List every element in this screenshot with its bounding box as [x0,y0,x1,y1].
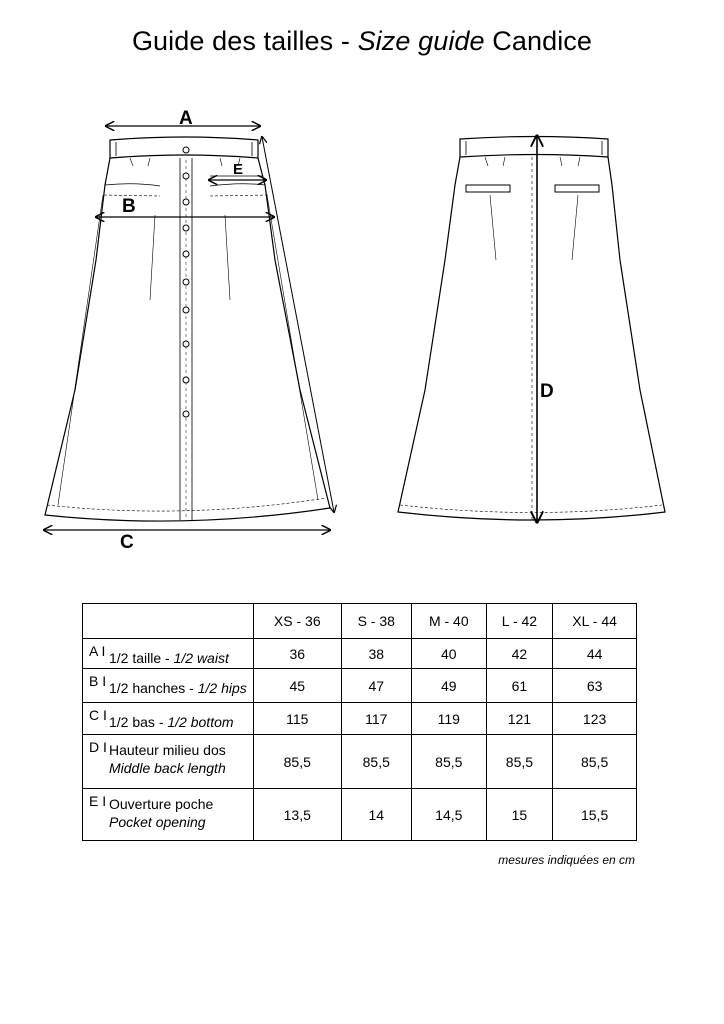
table-cell: 85,5 [552,734,637,789]
page-title: Guide des tailles - Size guide Candice [0,26,724,57]
header-xl: XL - 44 [552,603,637,639]
title-model: Candice [484,26,593,56]
title-en: Size guide [357,26,485,56]
header-l: L - 42 [485,603,554,639]
table-cell: 121 [485,702,554,735]
table-cell: 115 [253,702,342,735]
label-a: A [179,108,193,129]
header-xs: XS - 36 [253,603,342,639]
table-header-row: XS - 36 S - 38 M - 40 L - 42 XL - 44 [82,603,637,639]
units-note: mesures indiquées en cm [498,853,635,867]
label-d: D [540,381,554,402]
skirt-back [397,135,666,521]
table-cell: 15,5 [552,788,637,841]
table-cell: 123 [552,702,637,735]
skirt-technical-drawing: A B C D E [0,108,666,553]
table-cell: 61 [485,668,554,703]
table-cell: 42 [485,638,554,669]
table-cell: 117 [340,702,412,735]
skirt-front [44,136,331,522]
table-cell: 49 [410,668,487,703]
table-cell: 14 [340,788,412,841]
table-cell: 36 [253,638,342,669]
table-cell: 85,5 [253,734,342,789]
table-cell: 38 [340,638,412,669]
measure-arrows-front [44,126,334,530]
table-cell: 63 [552,668,637,703]
front-buttons [182,146,190,418]
table-cell: 40 [410,638,487,669]
table-cell: 44 [552,638,637,669]
size-table: XS - 36 S - 38 M - 40 L - 42 XL - 44 A I… [82,603,637,841]
label-c: C [120,532,134,553]
table-cell: 85,5 [485,734,554,789]
label-b: B [122,196,136,217]
header-m: M - 40 [410,603,487,639]
table-cell: 15 [485,788,554,841]
label-e: E [233,161,243,178]
table-corner [82,603,254,639]
header-s: S - 38 [340,603,412,639]
table-cell: 47 [340,668,412,703]
table-cell: 45 [253,668,342,703]
title-fr: Guide des tailles - [131,26,358,56]
table-cell: 14,5 [410,788,487,841]
table-cell: 13,5 [253,788,342,841]
table-cell: 85,5 [410,734,487,789]
table-cell: 119 [410,702,487,735]
table-cell: 85,5 [340,734,412,789]
